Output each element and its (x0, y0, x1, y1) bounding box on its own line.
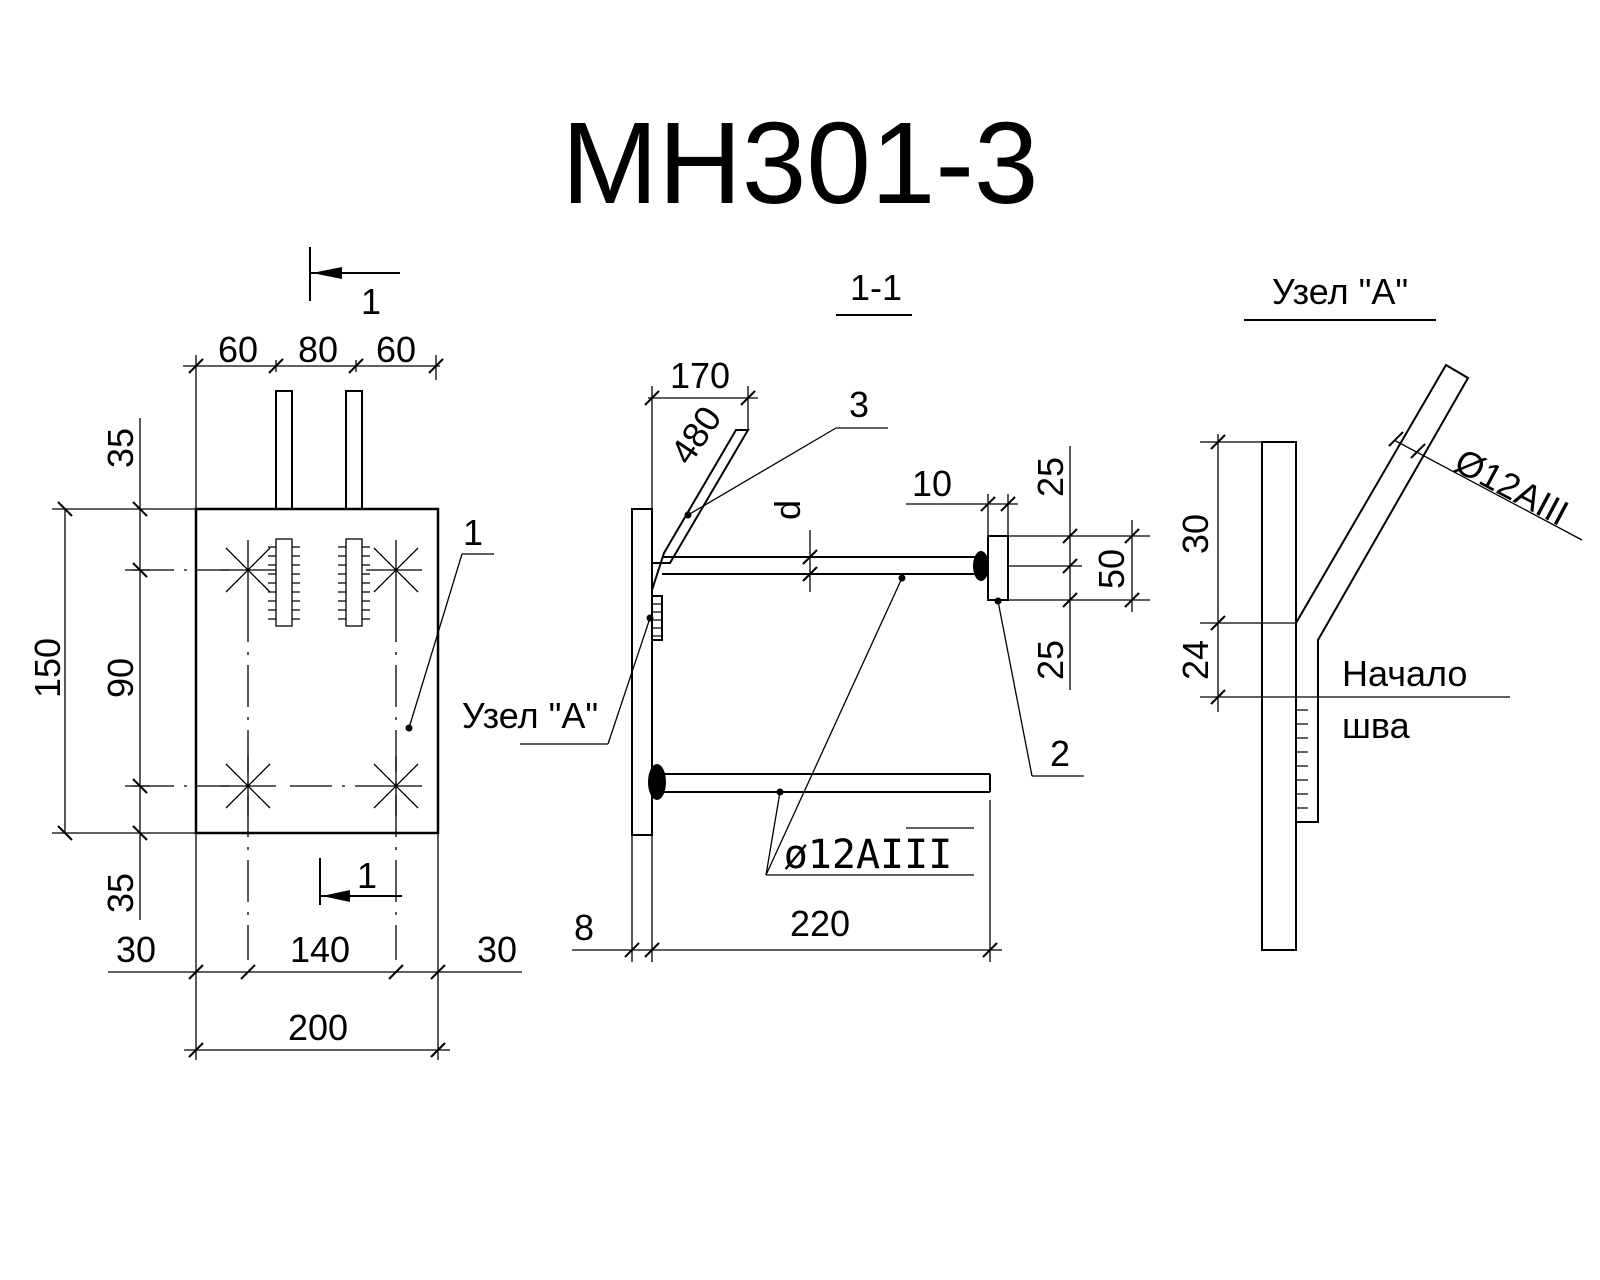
bar-spec-section: ø12АIII (784, 832, 953, 878)
dim-top-offset: 25 (1030, 457, 1071, 497)
bar-spec-leader: ø12АIII (765, 574, 974, 878)
dim-node-lower: 24 (1175, 640, 1216, 680)
dim-left-vertical: 35 150 90 35 (27, 418, 196, 920)
node-bar-spec-label: Ø12АIII (1448, 440, 1575, 534)
node-bar-spec: Ø12АIII (1388, 431, 1583, 541)
node-a-view: Узел "А" 30 24 Ø12АIII Начало шва (1175, 271, 1583, 951)
dim-hook: 170 480 (644, 355, 758, 509)
dim-bottom-stub: 35 (100, 873, 141, 913)
weld-start-line1: Начало (1342, 653, 1467, 694)
dim-edge-right: 30 (477, 929, 517, 970)
dim-d: d (767, 500, 818, 592)
node-ref-label: Узел "А" (462, 695, 598, 736)
section-mark-bottom-label: 1 (357, 855, 377, 896)
node-ref-leader: Узел "А" (462, 614, 654, 745)
pos3-label: 3 (849, 384, 869, 425)
dim-top-right: 60 (376, 329, 416, 370)
dim-bar-len: 220 (790, 903, 850, 944)
pos2-leader: 2 (994, 597, 1084, 777)
anchor-stub-right (345, 390, 363, 510)
d-label: d (767, 500, 808, 520)
dim-hook-proj: 170 (670, 355, 730, 396)
section-view: 1-1 170 480 (462, 267, 1150, 962)
dim-stub: 35 (100, 428, 141, 468)
section-mark-top: 1 (309, 247, 400, 322)
dim-node: 30 24 (1175, 434, 1510, 712)
pos2-label: 2 (1050, 733, 1070, 774)
dim-end-plate: 10 25 50 25 (906, 446, 1150, 690)
dim-base-thk: 8 (574, 907, 594, 948)
dim-section-bottom: 8 220 (572, 800, 1002, 962)
weld-start-line2: шва (1342, 705, 1411, 746)
dim-top-mid: 80 (298, 329, 338, 370)
bar-crosses (220, 540, 422, 816)
anchor-stub-left (275, 390, 293, 510)
dim-plate-h: 50 (1091, 549, 1132, 589)
dim-bottom-offset: 25 (1030, 640, 1071, 680)
pos1-label: 1 (463, 512, 483, 553)
dim-edge-left: 30 (116, 929, 156, 970)
dim-height: 150 (27, 638, 68, 698)
dim-plate-thk: 10 (912, 463, 952, 504)
dim-top-chain: 60 80 60 (183, 329, 444, 510)
section-mark-label: 1 (361, 281, 381, 322)
dim-span: 140 (290, 929, 350, 970)
end-plate (987, 535, 1009, 601)
pos3-leader: 3 (684, 384, 888, 519)
dim-top-left: 60 (218, 329, 258, 370)
weld-marks-plan (268, 538, 370, 627)
plan-view: 1 60 80 60 (27, 247, 522, 1060)
dim-bottom-chain: 30 140 30 200 (108, 833, 522, 1060)
drawing-title: МН301-3 (561, 98, 1038, 228)
pos1-leader: 1 (405, 512, 494, 732)
embedded-plate (194, 507, 440, 835)
section-mark-bottom: 1 (319, 855, 402, 905)
dim-inner-height: 90 (100, 658, 141, 698)
section-title: 1-1 (850, 267, 902, 308)
node-plate (1261, 441, 1297, 951)
node-title: Узел "А" (1272, 271, 1408, 312)
dim-width: 200 (288, 1007, 348, 1048)
dim-node-upper: 30 (1175, 514, 1216, 554)
